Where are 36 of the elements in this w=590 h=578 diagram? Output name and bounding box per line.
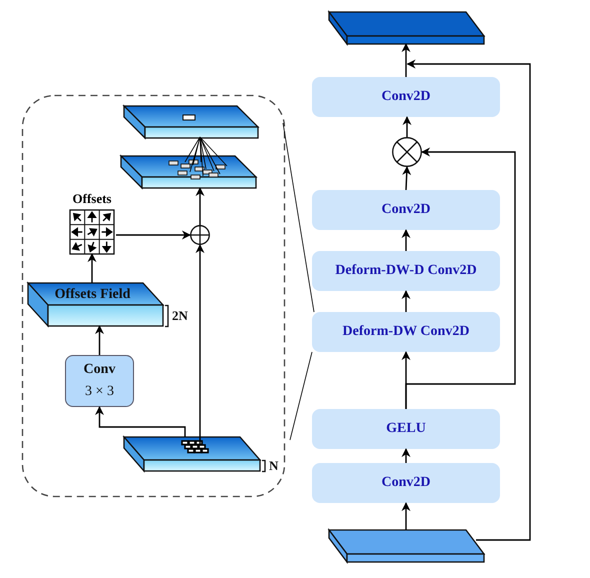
arrow	[402, 229, 410, 251]
layer-label: Deform-DW Conv2D	[342, 323, 470, 341]
layer-label: Deform-DW-D Conv2D	[335, 262, 477, 280]
conv-box	[65, 355, 134, 407]
arrow	[402, 448, 410, 463]
arrow	[402, 290, 410, 312]
arrow	[95, 406, 186, 437]
layer-box	[312, 312, 500, 352]
layer-label: Conv2D	[381, 88, 430, 106]
layer-box	[312, 409, 500, 449]
arrow	[196, 244, 204, 445]
layer-box	[312, 77, 500, 117]
offsets-label: Offsets	[72, 192, 112, 206]
channel-label: N	[269, 458, 278, 474]
connector-line	[282, 122, 314, 440]
arrow	[402, 502, 410, 530]
arrow	[406, 60, 531, 541]
arrow	[402, 166, 412, 190]
connector-line	[184, 136, 228, 176]
kernel-size-text: 3 × 3	[85, 383, 114, 401]
layer-label: Conv2D	[381, 201, 430, 219]
layer-box	[312, 251, 500, 291]
layer-label: Conv	[84, 361, 116, 379]
arrow	[402, 43, 410, 77]
layer-box	[312, 190, 500, 230]
layer-box	[312, 463, 500, 503]
arrow	[88, 253, 96, 283]
slab-label: Offsets Field	[54, 287, 132, 303]
channel-label: 2N	[172, 308, 188, 324]
arrow	[95, 325, 104, 355]
layer-label: Conv2D	[381, 474, 430, 492]
layer-label: GELU	[386, 420, 426, 438]
arrow	[196, 187, 204, 225]
arrow	[402, 116, 412, 137]
arrow	[405, 148, 516, 409]
arrow	[116, 230, 191, 240]
